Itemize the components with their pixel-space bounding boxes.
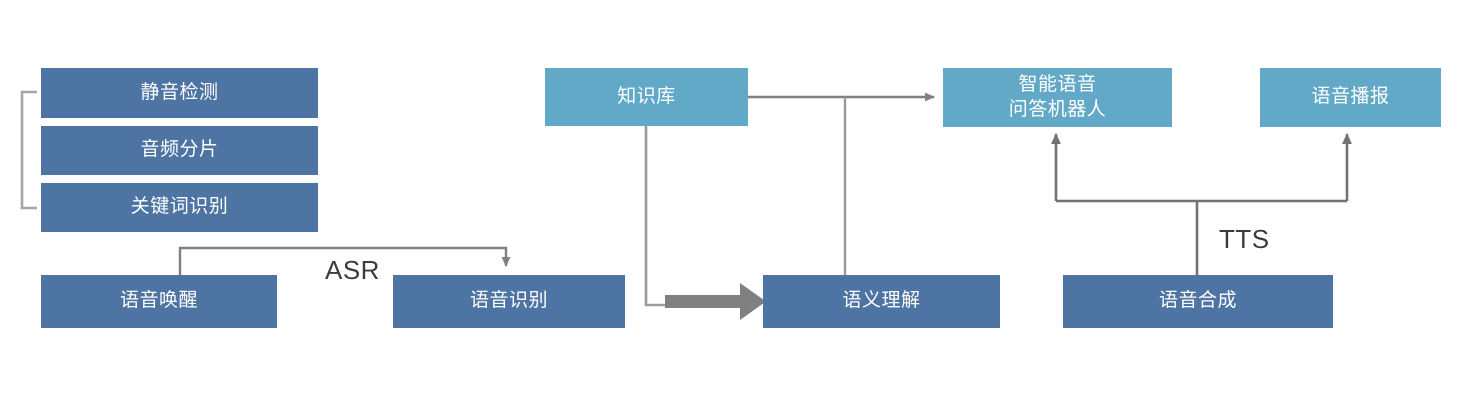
edge-label-asr: ASR [325,255,380,285]
node-silence-detection[interactable]: 静音检测 [41,68,318,118]
node-voice-wakeup[interactable]: 语音唤醒 [41,275,277,328]
node-audio-slicing-label: 音频分片 [140,139,219,161]
edge-kb-to-semantic-stem [644,126,668,307]
node-speech-synthesis-label: 语音合成 [1158,290,1237,312]
node-speech-recognition-label: 语音识别 [469,290,548,312]
node-semantic-understanding[interactable]: 语义理解 [763,275,1000,328]
node-keyword-spotting-label: 关键词识别 [130,196,229,218]
node-audio-slicing[interactable]: 音频分片 [41,126,318,175]
node-knowledge-base-label: 知识库 [617,85,676,107]
node-speech-synthesis[interactable]: 语音合成 [1063,275,1333,328]
node-knowledge-base[interactable]: 知识库 [545,68,748,126]
node-voice-broadcast-label: 语音播报 [1311,86,1390,108]
node-speech-recognition[interactable]: 语音识别 [393,275,625,328]
node-qa-robot-label: 智能语音 问答机器人 [1008,74,1107,120]
node-semantic-understanding-label: 语义理解 [842,290,921,312]
node-qa-robot[interactable]: 智能语音 问答机器人 [943,68,1172,127]
block-arrow-to-semantic [665,283,766,320]
edge-label-tts: TTS [1219,224,1270,254]
node-voice-broadcast[interactable]: 语音播报 [1260,68,1441,127]
grouping-bracket [20,90,37,210]
node-voice-wakeup-label: 语音唤醒 [119,290,198,312]
node-silence-detection-label: 静音检测 [140,81,219,103]
node-keyword-spotting[interactable]: 关键词识别 [41,183,318,232]
